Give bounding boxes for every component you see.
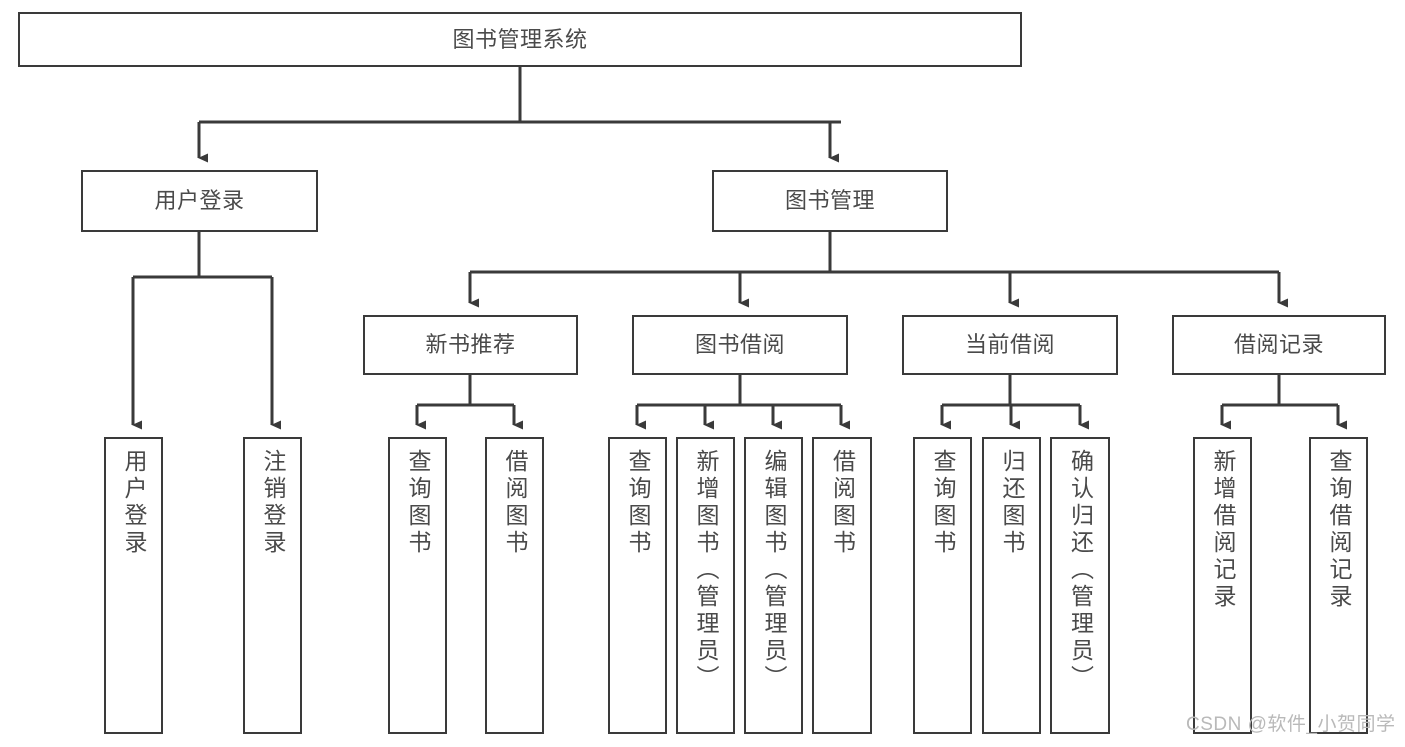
leaf-book-borrow-borrow[interactable]: 借阅图书 bbox=[812, 437, 872, 734]
node-book-management[interactable]: 图书管理 bbox=[712, 170, 948, 232]
watermark: CSDN @软件_小贺同学 bbox=[1186, 714, 1396, 735]
leaf-current-borrow-return-label: 归还图书 bbox=[999, 449, 1025, 557]
leaf-book-borrow-edit-label: 编辑图书（管理员） bbox=[761, 449, 787, 692]
node-book-management-label: 图书管理 bbox=[784, 188, 875, 214]
leaf-book-borrow-edit[interactable]: 编辑图书（管理员） bbox=[744, 437, 803, 734]
leaf-borrow-record-query-label: 查询借阅记录 bbox=[1326, 449, 1352, 611]
node-current-borrow[interactable]: 当前借阅 bbox=[902, 315, 1118, 375]
node-new-book-recommend[interactable]: 新书推荐 bbox=[363, 315, 578, 375]
node-user-login[interactable]: 用户登录 bbox=[81, 170, 318, 232]
leaf-current-borrow-return[interactable]: 归还图书 bbox=[982, 437, 1041, 734]
leaf-current-borrow-query-label: 查询图书 bbox=[930, 449, 956, 557]
leaf-book-borrow-query[interactable]: 查询图书 bbox=[608, 437, 667, 734]
node-user-login-label: 用户登录 bbox=[154, 188, 245, 214]
node-new-book-recommend-label: 新书推荐 bbox=[425, 332, 516, 358]
leaf-user-login-login-label: 用户登录 bbox=[121, 449, 147, 557]
node-book-borrow[interactable]: 图书借阅 bbox=[632, 315, 848, 375]
leaf-book-borrow-add[interactable]: 新增图书（管理员） bbox=[676, 437, 735, 734]
leaf-new-book-borrow-label: 借阅图书 bbox=[502, 449, 528, 557]
leaf-book-borrow-borrow-label: 借阅图书 bbox=[829, 449, 856, 557]
leaf-new-book-query[interactable]: 查询图书 bbox=[388, 437, 447, 734]
leaf-current-borrow-confirm-label: 确认归还（管理员） bbox=[1067, 449, 1094, 692]
leaf-book-borrow-add-label: 新增图书（管理员） bbox=[693, 449, 719, 692]
leaf-borrow-record-query[interactable]: 查询借阅记录 bbox=[1309, 437, 1368, 734]
node-current-borrow-label: 当前借阅 bbox=[964, 332, 1055, 358]
node-borrow-record-label: 借阅记录 bbox=[1233, 332, 1324, 358]
leaf-user-login-logout[interactable]: 注销登录 bbox=[243, 437, 302, 734]
leaf-user-login-logout-label: 注销登录 bbox=[260, 449, 286, 557]
leaf-current-borrow-confirm[interactable]: 确认归还（管理员） bbox=[1050, 437, 1110, 734]
node-borrow-record[interactable]: 借阅记录 bbox=[1172, 315, 1386, 375]
leaf-current-borrow-query[interactable]: 查询图书 bbox=[913, 437, 972, 734]
node-root-system-label: 图书管理系统 bbox=[452, 26, 588, 52]
node-root-system[interactable]: 图书管理系统 bbox=[18, 12, 1022, 67]
node-book-borrow-label: 图书借阅 bbox=[694, 332, 785, 358]
leaf-new-book-query-label: 查询图书 bbox=[405, 449, 431, 557]
leaf-book-borrow-query-label: 查询图书 bbox=[625, 449, 651, 557]
leaf-borrow-record-add-label: 新增借阅记录 bbox=[1210, 449, 1236, 611]
leaf-new-book-borrow[interactable]: 借阅图书 bbox=[485, 437, 544, 734]
leaf-user-login-login[interactable]: 用户登录 bbox=[104, 437, 163, 734]
leaf-borrow-record-add[interactable]: 新增借阅记录 bbox=[1193, 437, 1252, 734]
